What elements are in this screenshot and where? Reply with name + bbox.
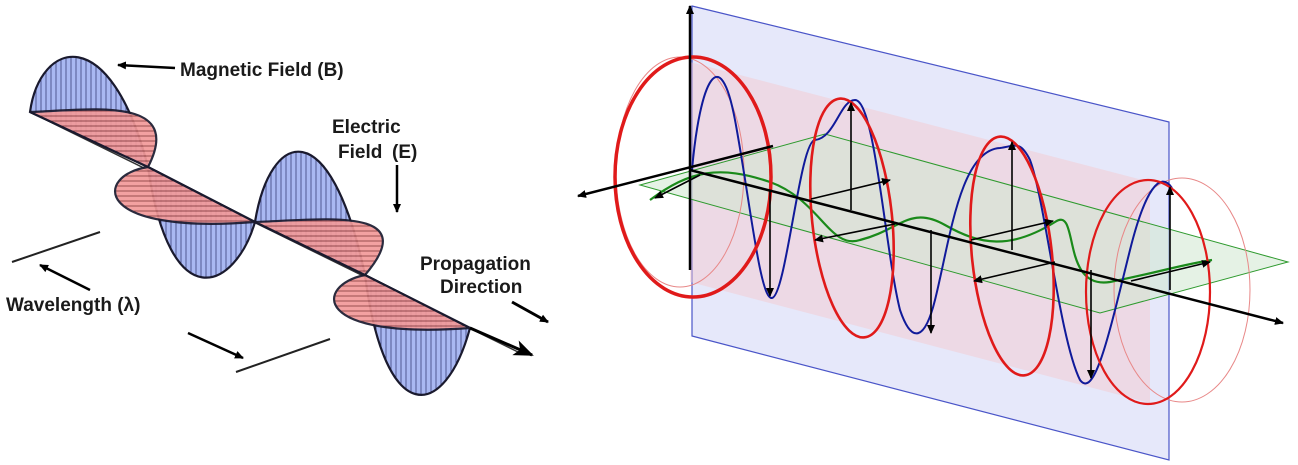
wavelength-marker-left: [11, 231, 101, 263]
propagation-label-arrow: [511, 300, 549, 324]
electric-field-label-line1: Electric: [332, 117, 401, 138]
propagation-label-line2: Direction: [440, 277, 522, 298]
propagation-label-line1: Propagation: [420, 254, 531, 275]
vector-h1: [654, 174, 701, 199]
polarization-circle-4: [1084, 178, 1212, 406]
propagation-axis-arrow: [469, 326, 534, 357]
magnetic-field-label: Magnetic Field (B): [180, 60, 344, 81]
electric-field-label-line2: Field: [338, 142, 382, 163]
vector-h5: [973, 261, 1056, 284]
blue-wave: [691, 76, 1173, 385]
right-propagation-axis: [689, 168, 1284, 325]
left-em-wave-figure: Magnetic Field (B) Electric Field (E) Pr…: [6, 55, 549, 396]
wavelength-label: Wavelength (λ): [6, 295, 140, 316]
wavelength-arrow-left: [39, 263, 91, 292]
electric-lobe-1: [29, 108, 158, 169]
faint-circle-back: [1113, 177, 1251, 403]
magnetic-label-arrow: [117, 61, 176, 70]
electric-lobe-3: [254, 218, 384, 277]
polarization-circle-3: [968, 135, 1056, 377]
vector-h3: [814, 223, 896, 243]
polarization-circle-1: [613, 55, 773, 299]
wavelength-arrow-right: [187, 331, 244, 360]
right-polarization-figure: [577, 5, 1290, 461]
right-horizontal-axis: [577, 144, 774, 198]
electric-lobe-4: [333, 273, 475, 331]
electric-field-symbol: (E): [392, 142, 417, 163]
electric-lobe-2: [114, 165, 259, 225]
wavelength-marker-right: [235, 338, 331, 373]
vector-h2: [810, 177, 891, 200]
polarization-circle-2: [808, 97, 896, 339]
